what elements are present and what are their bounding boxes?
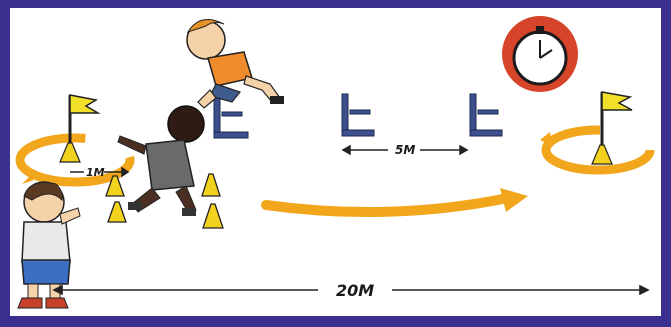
- one-meter-label: 1M: [86, 166, 105, 179]
- five-meter-label: 5M: [395, 143, 415, 157]
- stopwatch-icon: [502, 16, 578, 92]
- twenty-meter-label: 20M: [336, 281, 374, 300]
